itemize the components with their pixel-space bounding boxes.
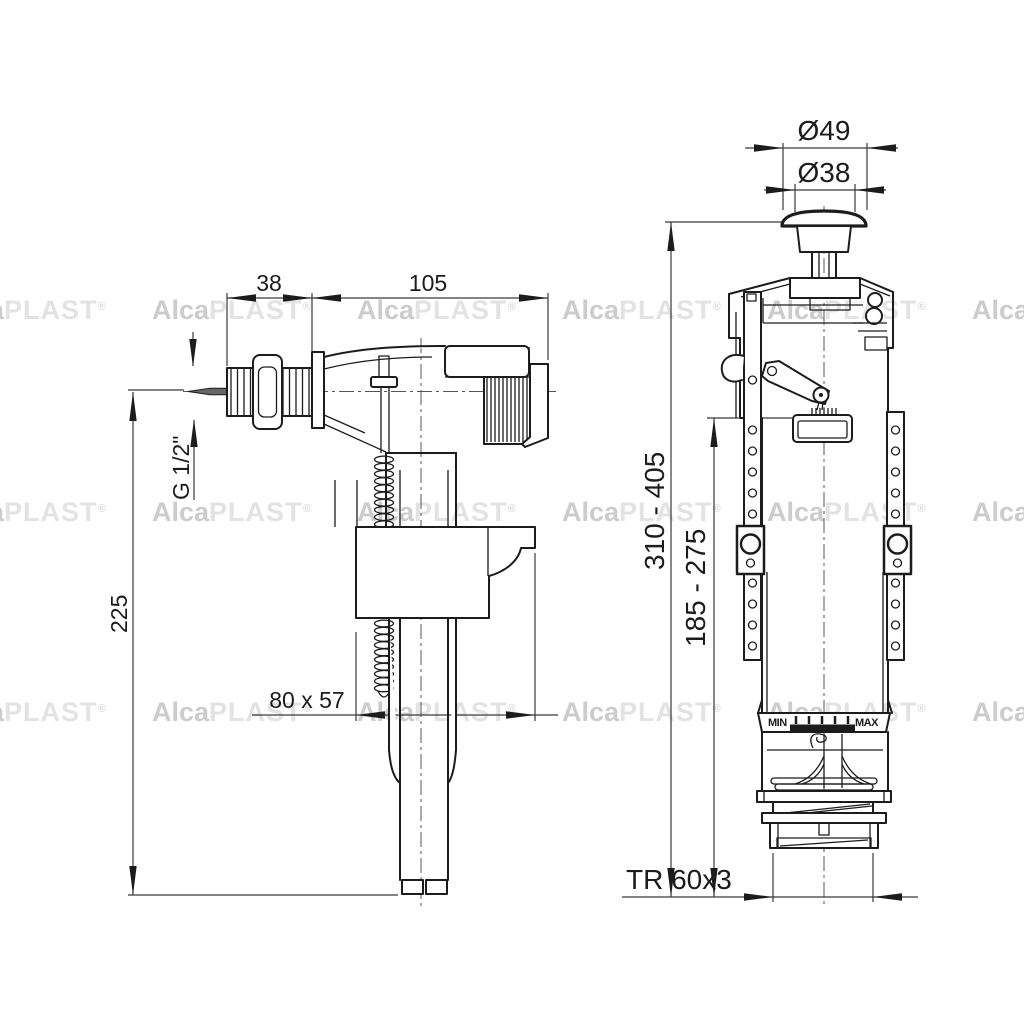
push-button-body <box>796 225 852 253</box>
fill-valve-dimensions: 38 105 G 1/2" 225 80 x 57 <box>106 270 558 896</box>
float-adjust-coil-upper <box>373 455 395 529</box>
flush-valve-dimensions: Ø49 Ø38 310 - 405 185 - 275 <box>622 115 918 902</box>
adjust-screw-nut <box>370 376 398 388</box>
seal-cap-unit <box>792 408 853 443</box>
scale-ticks <box>794 716 850 724</box>
float-bracket <box>334 480 358 527</box>
dim-total-height: 310 - 405 <box>639 452 670 570</box>
right-slider-lock <box>882 524 913 576</box>
float-cup <box>355 526 536 619</box>
dim-button-inner: Ø38 <box>798 157 851 188</box>
inlet-nut <box>252 354 283 430</box>
valve-end-cap <box>521 363 549 448</box>
valve-arm-top <box>323 345 446 358</box>
tube-foot-left <box>401 879 424 895</box>
inlet-flange <box>311 351 325 429</box>
right-rack-holes <box>890 425 901 651</box>
button-stem <box>811 251 837 278</box>
dim-float-80x57: 80 x 57 <box>269 687 344 713</box>
housing-hole-upper <box>867 292 883 308</box>
valve-tube-lower <box>388 618 401 784</box>
dim-inlet-offset: 38 <box>256 270 282 296</box>
dim-thread-tr60x3: TR 60x3 <box>626 864 732 895</box>
flush-valve-view: Ø49 Ø38 310 - 405 185 - 275 <box>622 115 918 908</box>
valve-tube-upper <box>385 452 457 528</box>
valve-base-frame <box>761 731 889 791</box>
push-button-cap <box>780 209 868 228</box>
flush-lever <box>761 360 830 405</box>
dim-thread-g12: G 1/2" <box>168 436 194 500</box>
fill-valve-body <box>187 345 549 895</box>
tube-foot-right <box>425 879 448 895</box>
valve-head-cap <box>444 345 530 378</box>
scale-bar <box>790 724 855 731</box>
flush-valve-body: MIN MAX <box>720 209 913 849</box>
housing-hole-lower <box>865 307 883 325</box>
max-label: MAX <box>855 717 879 729</box>
left-rack-holes <box>747 375 758 651</box>
fill-valve-view: 38 105 G 1/2" 225 80 x 57 <box>106 270 558 908</box>
left-slider-lock <box>735 524 766 576</box>
threaded-base <box>756 790 892 849</box>
button-seat <box>789 277 861 299</box>
min-label: MIN <box>768 717 787 729</box>
dim-body-length: 105 <box>409 270 447 296</box>
dim-button-outer: Ø49 <box>798 115 851 146</box>
dim-adjust-height: 185 - 275 <box>680 529 711 647</box>
dim-height-225: 225 <box>106 595 132 633</box>
inlet-needle <box>187 387 228 396</box>
mounting-hook <box>720 354 745 383</box>
